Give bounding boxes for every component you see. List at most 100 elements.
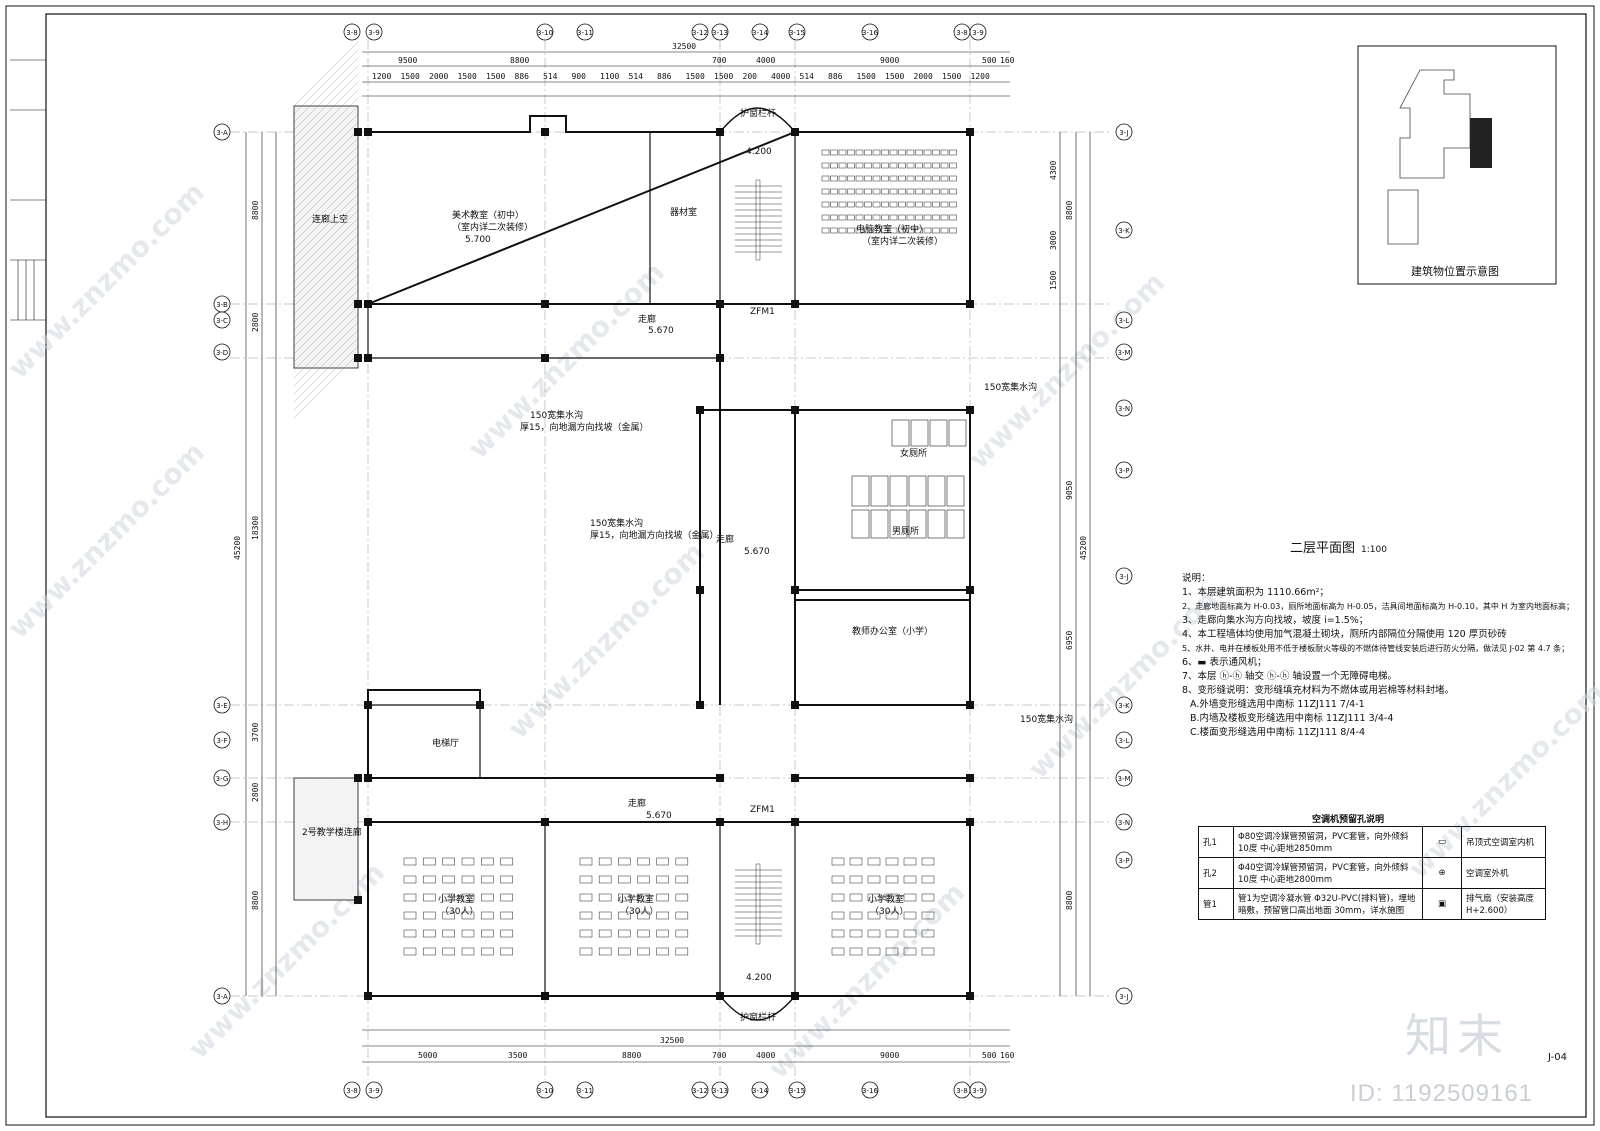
grid-axis-bubble: 3-M xyxy=(1115,343,1133,361)
grid-axis-label: 3-9 xyxy=(368,29,379,37)
room-cap-classroom2: （30人） xyxy=(620,906,658,917)
desk xyxy=(481,857,494,866)
structural-column xyxy=(364,354,372,362)
grid-axis-label: 3-15 xyxy=(789,29,805,37)
room-label-computer: 电脑教室（初中） xyxy=(856,223,928,235)
guard-rail-south: 护窗栏杆 xyxy=(740,1011,776,1023)
bridge-hatch-bottom xyxy=(293,777,359,901)
desk xyxy=(855,227,864,234)
desk xyxy=(618,929,631,938)
desk xyxy=(906,201,915,208)
watermark-text: www.znzmo.com xyxy=(962,266,1171,475)
dimension-label: 9000 xyxy=(880,56,899,65)
desk xyxy=(921,857,935,866)
desk xyxy=(481,875,494,884)
grid-axis-bubble: 3-14 xyxy=(751,23,768,41)
dimension-lines-right xyxy=(1059,132,1091,996)
structural-column xyxy=(354,128,362,136)
legend-code: 孔2 xyxy=(1198,857,1234,889)
dimension-label: 1500 xyxy=(1049,271,1058,290)
desk xyxy=(864,162,872,169)
corridor-label-north: 走廊 xyxy=(638,313,656,325)
desk xyxy=(872,149,881,156)
room-note-art: （室内详二次装修） xyxy=(452,221,533,233)
dimension-lines-top xyxy=(362,51,1010,97)
desk xyxy=(598,929,612,938)
desk xyxy=(923,175,932,182)
desk xyxy=(831,911,845,920)
note-item: 3、走廊向集水沟方向找坡，坡度 i=1.5%； xyxy=(1182,615,1369,626)
dimension-label: 5000 xyxy=(418,1051,437,1060)
desk xyxy=(830,188,838,195)
grid-axis-bubble: 3-10 xyxy=(536,1081,554,1099)
room-label-men-wc: 男厕所 xyxy=(892,526,919,537)
toilet-stall xyxy=(946,475,965,507)
desk xyxy=(864,188,872,195)
desk xyxy=(885,911,899,920)
ceiling-ac-icon: ▭ xyxy=(1422,826,1462,858)
grid-axis-bubble: 3-16 xyxy=(861,23,878,41)
grid-axis-label: 3-13 xyxy=(712,1087,728,1095)
desk xyxy=(885,947,899,956)
desk xyxy=(849,911,863,920)
dimension-label: 8800 xyxy=(251,891,260,910)
sheet-number: J-04 xyxy=(1548,1052,1567,1063)
room-cap-classroom3: （30人） xyxy=(870,906,908,917)
desk xyxy=(898,201,906,208)
structural-column xyxy=(966,128,974,136)
desk xyxy=(949,227,957,234)
grid-axis-bubble: 3-C xyxy=(213,311,231,329)
toilet-stalls xyxy=(851,419,967,539)
toilet-stall xyxy=(870,475,889,507)
watermark-text: www.znzmo.com xyxy=(2,436,211,645)
desk xyxy=(838,214,847,221)
desk xyxy=(442,929,455,938)
structural-column xyxy=(791,406,799,414)
grid-axis-label: 3-14 xyxy=(752,1087,768,1095)
desk xyxy=(831,875,845,884)
table-row: 管1 管1为空调冷凝水管 Φ32U-PVC(排料管)，埋地暗敷，预留管口高出地面… xyxy=(1198,888,1546,920)
desk xyxy=(849,857,863,866)
classroom-desks xyxy=(403,857,935,956)
desk xyxy=(637,911,650,920)
legend-desc: Φ80空调冷媒管预留洞，PVC套管，向外倾斜10度 中心距地2850mm xyxy=(1233,826,1423,858)
desk xyxy=(872,162,881,169)
desk xyxy=(881,227,889,234)
dimension-label: 4000 xyxy=(756,1051,775,1060)
desk xyxy=(915,227,923,234)
room-label-elevator-hall: 电梯厅 xyxy=(432,737,459,749)
desk xyxy=(637,947,650,956)
dimension-label: 1200 xyxy=(971,72,990,81)
drain-note-2: 150宽集水沟 xyxy=(590,517,643,529)
dimension-label: 9500 xyxy=(398,56,417,65)
desk xyxy=(821,214,830,221)
grid-axis-label: 3-J xyxy=(1119,993,1128,1001)
toilet-stall xyxy=(910,419,929,447)
grid-axis-bubble: 3-D xyxy=(213,343,231,361)
desk xyxy=(838,227,847,234)
toilet-stall xyxy=(851,509,870,539)
fire-door-south: ZFM1 xyxy=(750,805,775,815)
structural-column xyxy=(966,992,974,1000)
desk xyxy=(830,227,838,234)
room-label-classroom2: 小学教室 xyxy=(618,893,654,905)
structural-column xyxy=(966,701,974,709)
desk xyxy=(898,227,906,234)
desk xyxy=(637,875,650,884)
dimension-lines-left xyxy=(245,132,277,996)
desk xyxy=(598,911,612,920)
dimension-label: 1100 xyxy=(600,72,619,81)
desk xyxy=(618,911,631,920)
note-item: B.内墙及楼板变形缝选用中南标 11ZJ111 3/4-4 xyxy=(1190,713,1394,724)
grid-axis-label: 3-H xyxy=(216,819,228,827)
desk xyxy=(872,175,881,182)
desk xyxy=(889,214,898,221)
structural-column xyxy=(354,896,362,904)
overall-depth-right: 45200 xyxy=(1079,536,1088,560)
desk xyxy=(940,149,949,156)
grid-axis-label: 3-16 xyxy=(862,1087,878,1095)
desk xyxy=(500,947,513,956)
desk xyxy=(849,893,863,902)
desk xyxy=(423,857,436,866)
